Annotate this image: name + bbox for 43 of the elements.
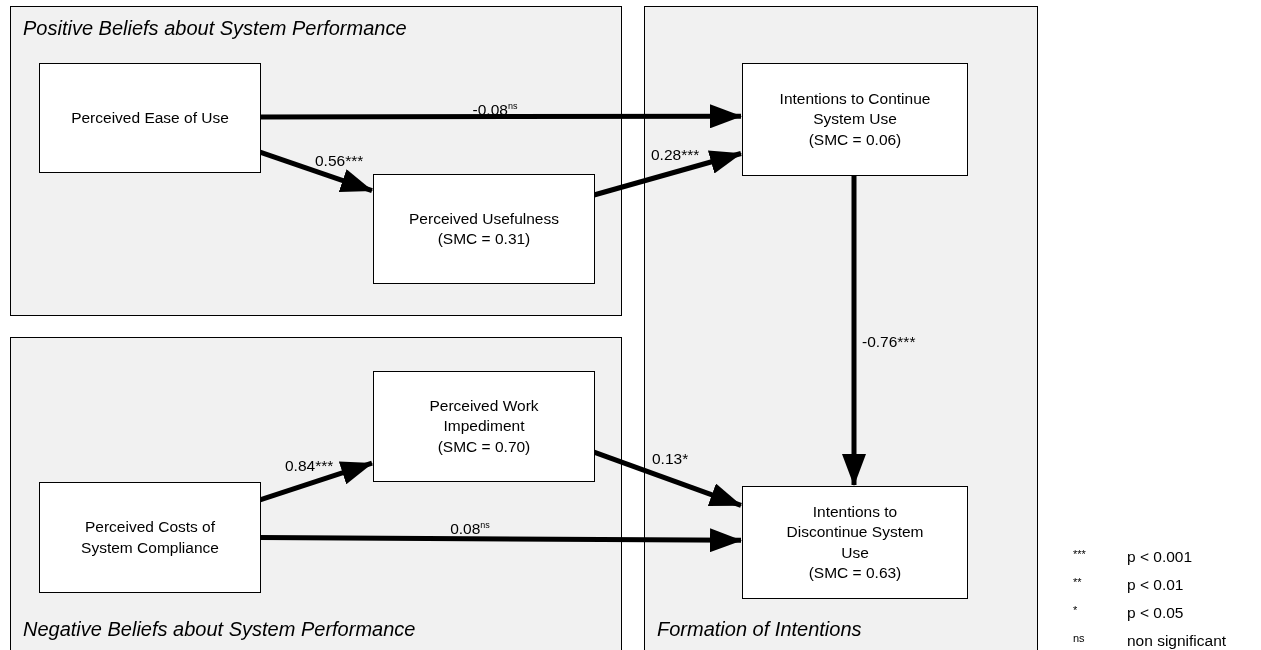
path-arrow bbox=[260, 528, 742, 553]
construct-label: Perceived Work Impediment bbox=[428, 396, 540, 437]
significance-symbol: ** bbox=[1073, 576, 1082, 589]
construct-label: (SMC = 0.63) bbox=[808, 562, 902, 583]
path-arrow bbox=[842, 175, 866, 486]
significance-symbol: ns bbox=[1073, 632, 1085, 645]
significance-symbol: * bbox=[1073, 604, 1078, 617]
path-coefficient: 0.08$^{ns}$ bbox=[450, 520, 490, 538]
construct-box bbox=[742, 486, 968, 599]
path-arrow bbox=[259, 149, 373, 193]
construct-label: Intentions to Continue System Use bbox=[778, 89, 932, 130]
significance-symbol: *** bbox=[1073, 548, 1086, 561]
group-title: Negative Beliefs about System Performance bbox=[23, 618, 416, 641]
group-panel bbox=[644, 6, 1038, 650]
path-arrow bbox=[593, 150, 742, 198]
construct-label: (SMC = 0.70) bbox=[437, 436, 531, 457]
path-arrow bbox=[259, 460, 373, 503]
significance-meaning: p < 0.01 bbox=[1127, 576, 1184, 594]
construct-label: (SMC = 0.06) bbox=[808, 129, 902, 150]
path-coefficient: 0.56*** bbox=[315, 152, 364, 170]
construct-box bbox=[373, 174, 595, 284]
path-coefficient: -0.76*** bbox=[862, 333, 916, 351]
group-panel bbox=[10, 337, 622, 650]
significance-meaning: p < 0.001 bbox=[1127, 548, 1193, 566]
significance-meaning: non significant bbox=[1127, 632, 1227, 650]
construct-label: Perceived Costs of System Compliance bbox=[80, 517, 220, 558]
path-coefficient: 0.28*** bbox=[651, 146, 700, 164]
path-coefficient: 0.13* bbox=[652, 450, 689, 468]
construct-label: Intentions to Discontinue System Use bbox=[785, 502, 925, 563]
significance-meaning: p < 0.05 bbox=[1127, 604, 1184, 622]
construct-label: (SMC = 0.31) bbox=[437, 229, 531, 249]
group-panel bbox=[10, 6, 622, 316]
construct-label: Perceived Usefulness bbox=[409, 208, 559, 229]
group-title: Formation of Intentions bbox=[657, 618, 862, 641]
path-coefficient: 0.84*** bbox=[285, 457, 334, 475]
construct-box bbox=[39, 482, 261, 593]
construct-box bbox=[39, 63, 261, 173]
construct-box bbox=[373, 371, 595, 482]
path-arrow bbox=[260, 104, 742, 129]
group-title: Positive Beliefs about System Performance bbox=[23, 17, 407, 40]
path-arrow bbox=[593, 449, 742, 508]
construct-label: Perceived Ease of Use bbox=[71, 107, 229, 128]
construct-box bbox=[742, 63, 968, 176]
